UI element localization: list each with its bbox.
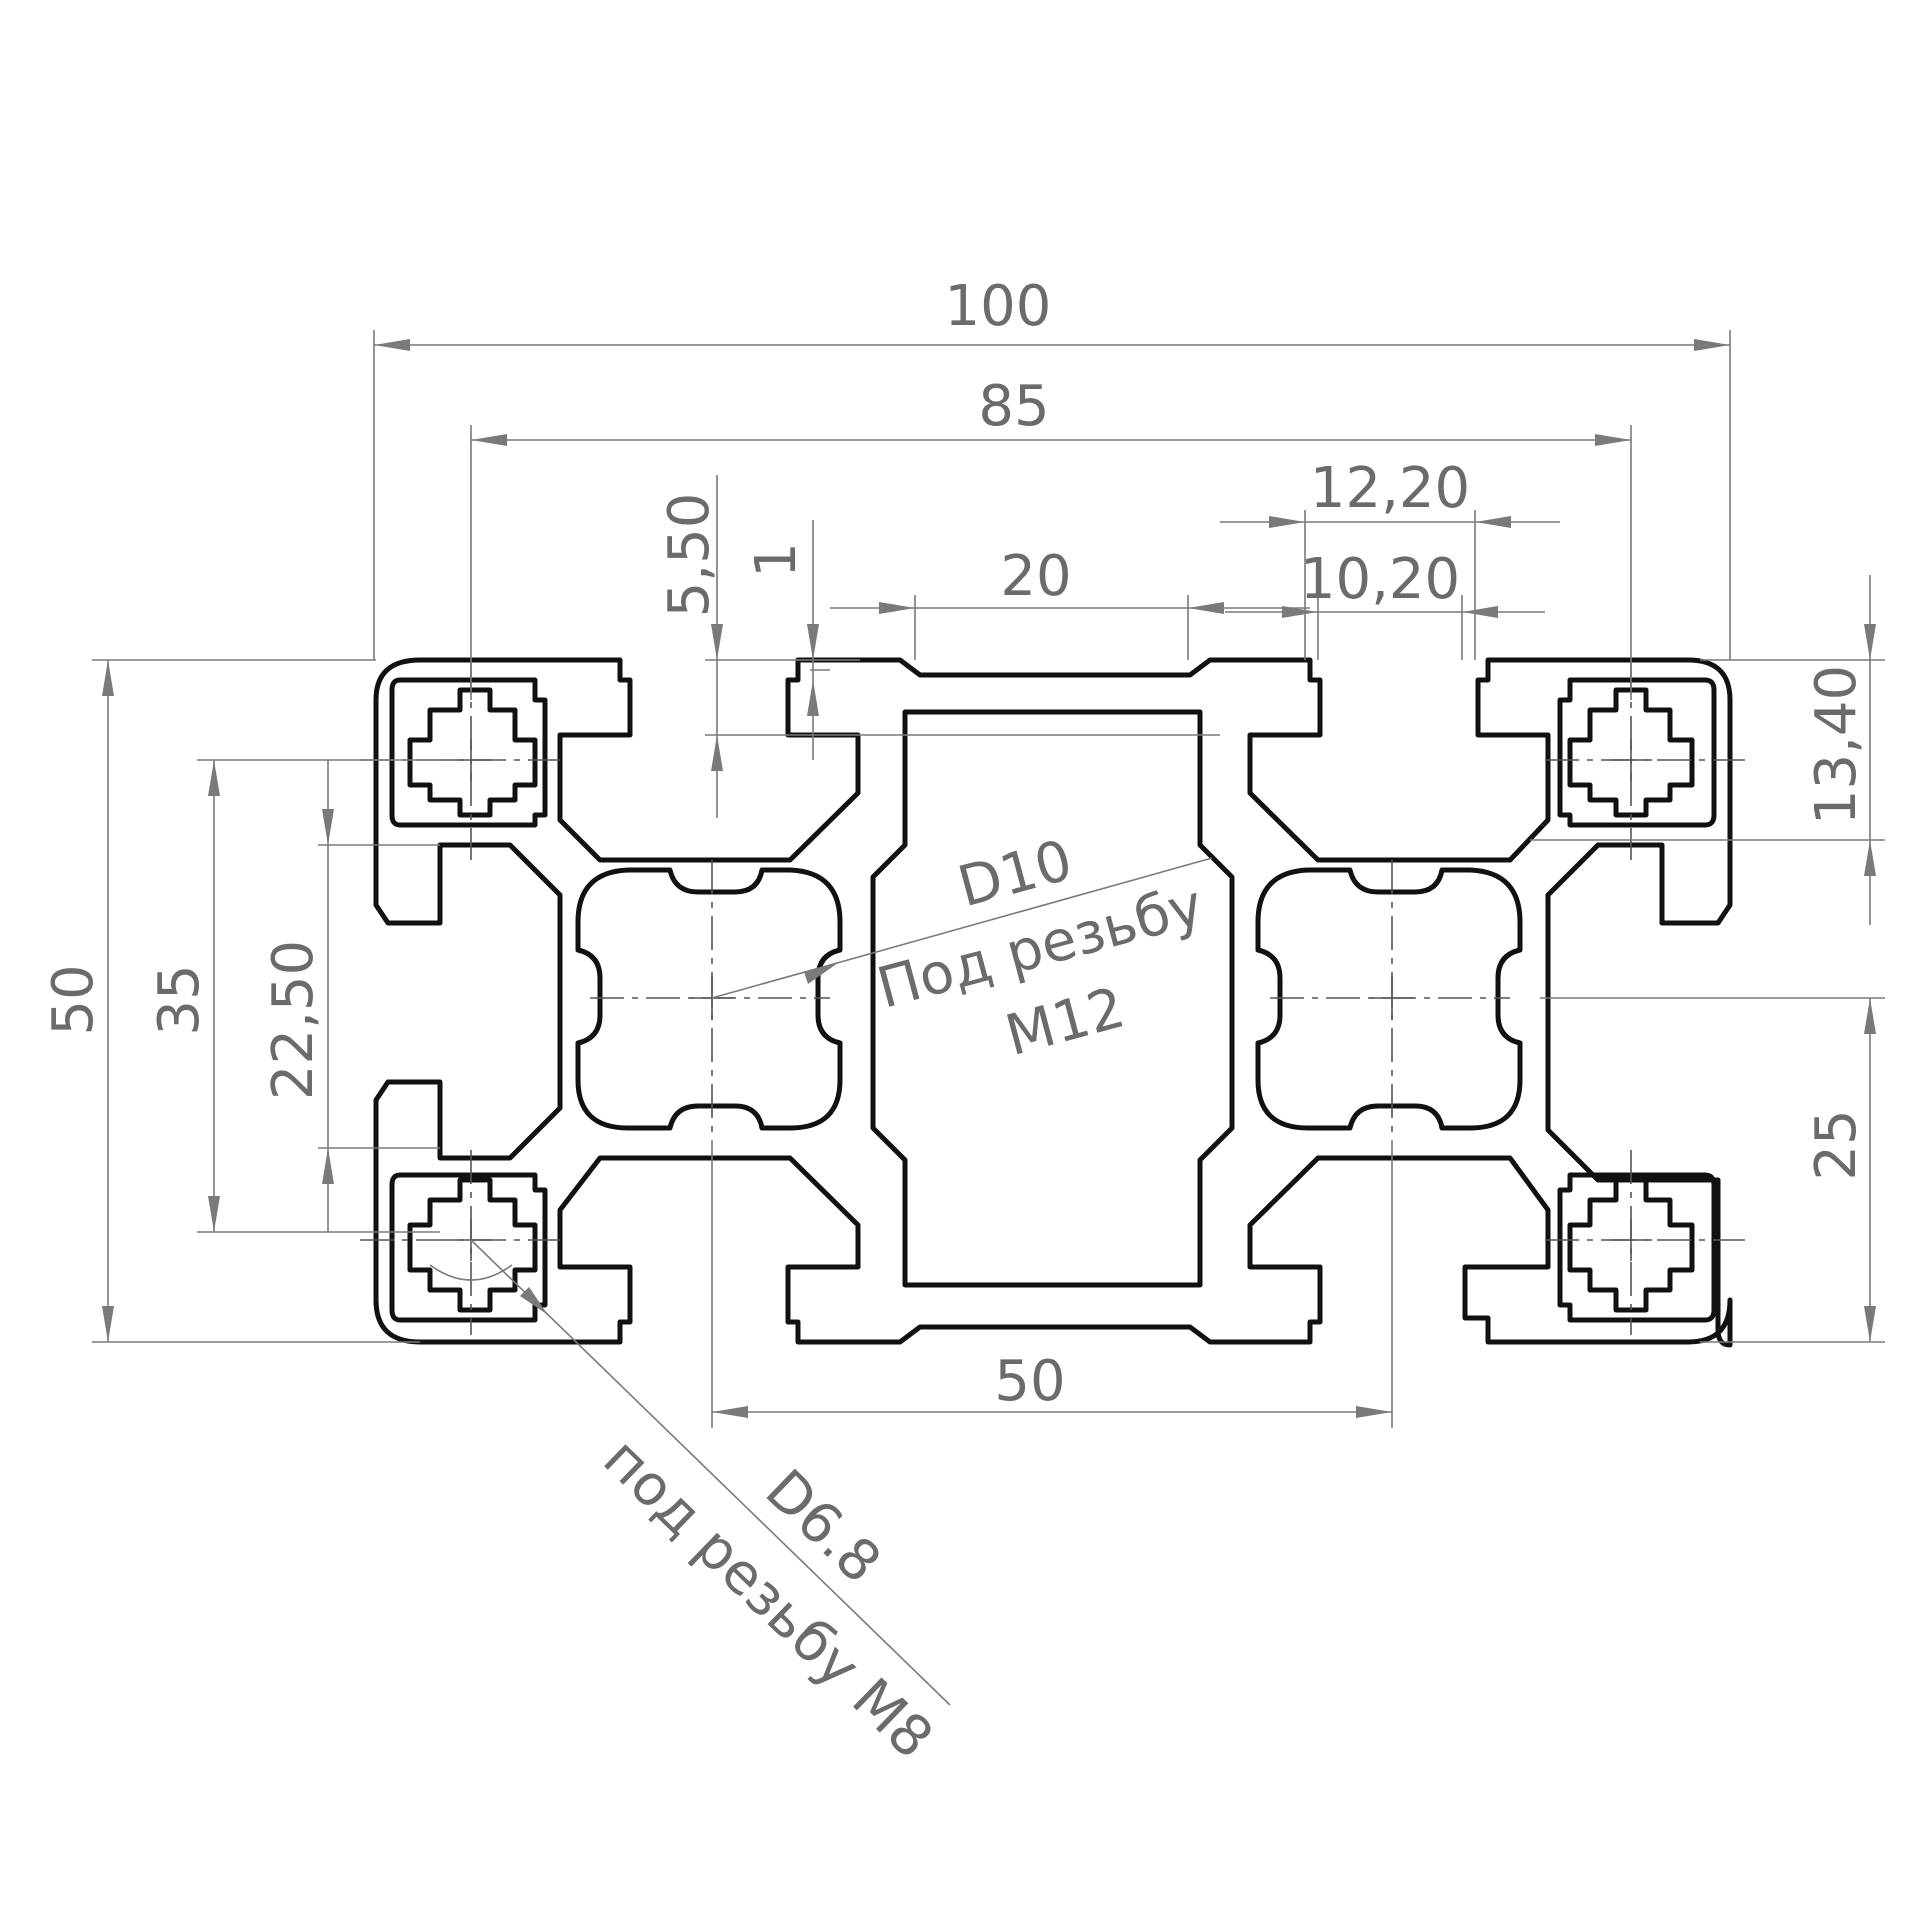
corner-hole-top-right: [1567, 687, 1695, 818]
corner-cavity-top-left: [389, 677, 548, 828]
dimension-labels: 100 85 20 12,20 10,20 50 5,50 1 50 35 22…: [41, 274, 1869, 1771]
dim-label-100: 100: [945, 274, 1052, 339]
corner-cavity-bottom-right: [1557, 1172, 1717, 1323]
corner-hole-bottom-left: [407, 1177, 538, 1313]
corner-cavity-bottom-left: [389, 1172, 548, 1323]
dim-label-20: 20: [1000, 544, 1071, 609]
core-cavity-left: [575, 867, 843, 1131]
outer-contour: [373, 657, 1733, 1348]
callout-d10: D10: [952, 828, 1079, 920]
dimension-lines: [92, 330, 1885, 1706]
corner-hole-top-left: [407, 687, 538, 818]
dim-label-13-40: 13,40: [1804, 665, 1869, 825]
dim-label-50-horizontal: 50: [994, 1349, 1065, 1414]
dim-label-10-20: 10,20: [1300, 547, 1460, 612]
corner-hole-bottom-right: [1567, 1177, 1695, 1313]
dim-label-12-20: 12,20: [1310, 456, 1470, 521]
callout-d10-line2: M12: [999, 975, 1131, 1069]
core-cavity-right: [1255, 867, 1523, 1131]
profile-outline: [373, 657, 1733, 1348]
corner-cavity-top-right: [1557, 677, 1717, 828]
dim-label-22-50: 22,50: [261, 940, 326, 1100]
dim-label-35: 35: [147, 964, 212, 1035]
dim-label-50-vertical: 50: [41, 964, 106, 1035]
central-cavity: [870, 709, 1235, 1288]
dim-label-1: 1: [744, 542, 809, 578]
callout-d6-8-line: под резьбу M8: [591, 1426, 945, 1771]
dim-label-85: 85: [978, 374, 1049, 439]
dim-label-5-50: 5,50: [657, 493, 722, 618]
dim-label-25: 25: [1804, 1109, 1869, 1180]
